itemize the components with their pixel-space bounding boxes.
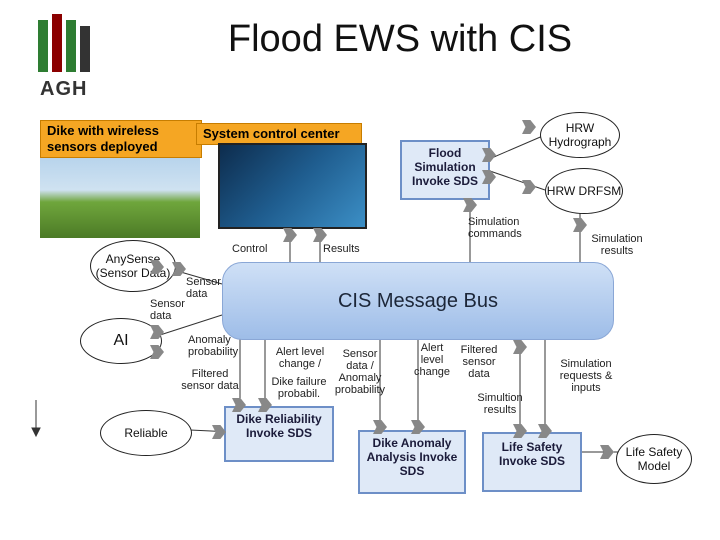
dike-wireless-label: Dike with wireless sensors deployed — [40, 120, 202, 158]
connector-icon — [538, 424, 552, 438]
label-dike-failure: Dike failure probabil. — [271, 376, 327, 400]
dike-photo — [40, 158, 200, 238]
label-sensor-data-anomaly: Sensor data / Anomaly probability — [334, 348, 386, 396]
ai-node: AI — [80, 318, 162, 364]
connector-icon — [411, 420, 425, 434]
label-results: Results — [323, 243, 360, 255]
connector-icon — [150, 325, 164, 339]
label-sensor-data-2: Sensor data — [150, 298, 185, 322]
label-filtered-sensor-data-1: Filtered sensor data — [181, 368, 239, 392]
page-title: Flood EWS with CIS — [227, 18, 573, 60]
connector-icon — [283, 228, 297, 242]
connector-icon — [463, 198, 477, 212]
connector-icon — [232, 398, 246, 412]
connector-icon — [522, 120, 536, 134]
life-safety-sds-box: Life Safety Invoke SDS — [482, 432, 582, 492]
dike-anomaly-box: Dike Anomaly Analysis Invoke SDS — [358, 430, 466, 494]
label-simulation-commands: Simulation commands — [468, 216, 522, 240]
connector-icon — [373, 420, 387, 434]
connector-icon — [482, 170, 496, 184]
reliable-node: Reliable — [100, 410, 192, 456]
flood-simulation-box: Flood Simulation Invoke SDS — [400, 140, 490, 200]
agh-logo-icon — [38, 14, 90, 72]
connector-icon — [172, 262, 186, 276]
hrw-hydrograph-node: HRW Hydrograph — [540, 112, 620, 158]
connector-icon — [600, 445, 614, 459]
life-safety-model-node: Life Safety Model — [616, 434, 692, 484]
hrw-drfsm-node: HRW DRFSM — [545, 168, 623, 214]
connector-icon — [482, 148, 496, 162]
connector-icon — [513, 424, 527, 438]
label-simulation-results-2: Simultion results — [477, 392, 523, 416]
connector-icon — [522, 180, 536, 194]
control-center-photo — [218, 143, 367, 229]
control-center-label: System control center — [196, 123, 362, 145]
connector-icon — [573, 218, 587, 232]
connector-icon — [150, 260, 164, 274]
connector-icon — [212, 425, 226, 439]
label-simulation-requests: Simulation requests & inputs — [559, 358, 613, 394]
logo-text: AGH — [40, 78, 88, 100]
connector-icon — [313, 228, 327, 242]
label-sensor-data-1: Sensor data — [186, 276, 221, 300]
label-alert-change: Alert level change / — [275, 346, 325, 370]
connector-icon — [513, 340, 527, 354]
connector-icon — [150, 345, 164, 359]
label-simulation-results: Simulation results — [591, 233, 643, 257]
label-alert-level-change: Alert level change — [413, 342, 451, 378]
header-bar — [0, 0, 720, 108]
label-control: Control — [232, 243, 268, 255]
label-filtered-sensor-data-2: Filtered sensor data — [460, 344, 498, 380]
cis-message-bus: CIS Message Bus — [222, 262, 614, 340]
connector-icon — [258, 398, 272, 412]
label-anomaly-probability: Anomaly probability — [188, 334, 239, 358]
dike-reliability-box: Dike Reliability Invoke SDS — [224, 406, 334, 462]
